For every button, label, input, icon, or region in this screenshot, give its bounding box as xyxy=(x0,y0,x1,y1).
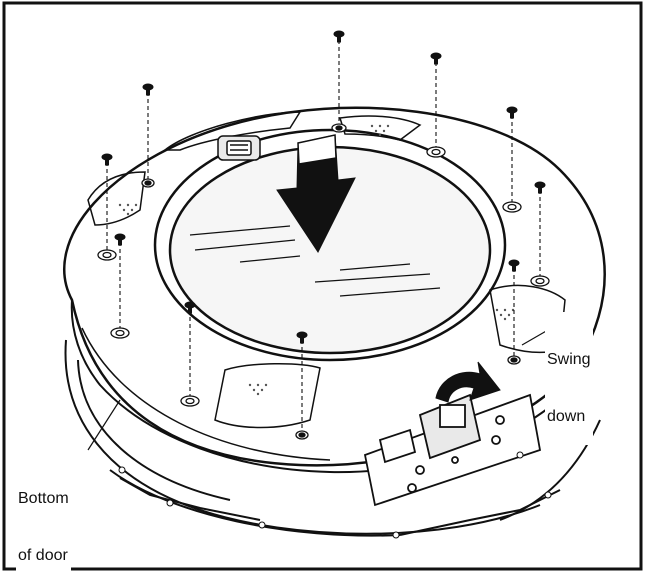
down-arrow-icon xyxy=(276,134,356,253)
curved-arrow-icon xyxy=(435,361,501,403)
label-leaders xyxy=(87,329,549,451)
swing-down-label: Swing down xyxy=(545,312,593,445)
screw-icon xyxy=(101,30,546,344)
ring-panels xyxy=(87,111,566,429)
bottom-of-door-label-line1: Bottom xyxy=(18,490,69,507)
swing-down-label-line1: Swing xyxy=(547,351,591,368)
bottom-of-door-label: Bottom of door xyxy=(16,451,71,584)
door-window xyxy=(153,128,507,362)
screw-guides xyxy=(106,40,541,432)
screw-holes xyxy=(97,123,550,440)
frame-screws xyxy=(118,451,552,539)
swing-down-label-line2: down xyxy=(547,408,586,425)
door-lock xyxy=(217,135,261,161)
bottom-of-door-label-line2: of door xyxy=(18,547,68,564)
hinge-bracket xyxy=(363,393,542,507)
